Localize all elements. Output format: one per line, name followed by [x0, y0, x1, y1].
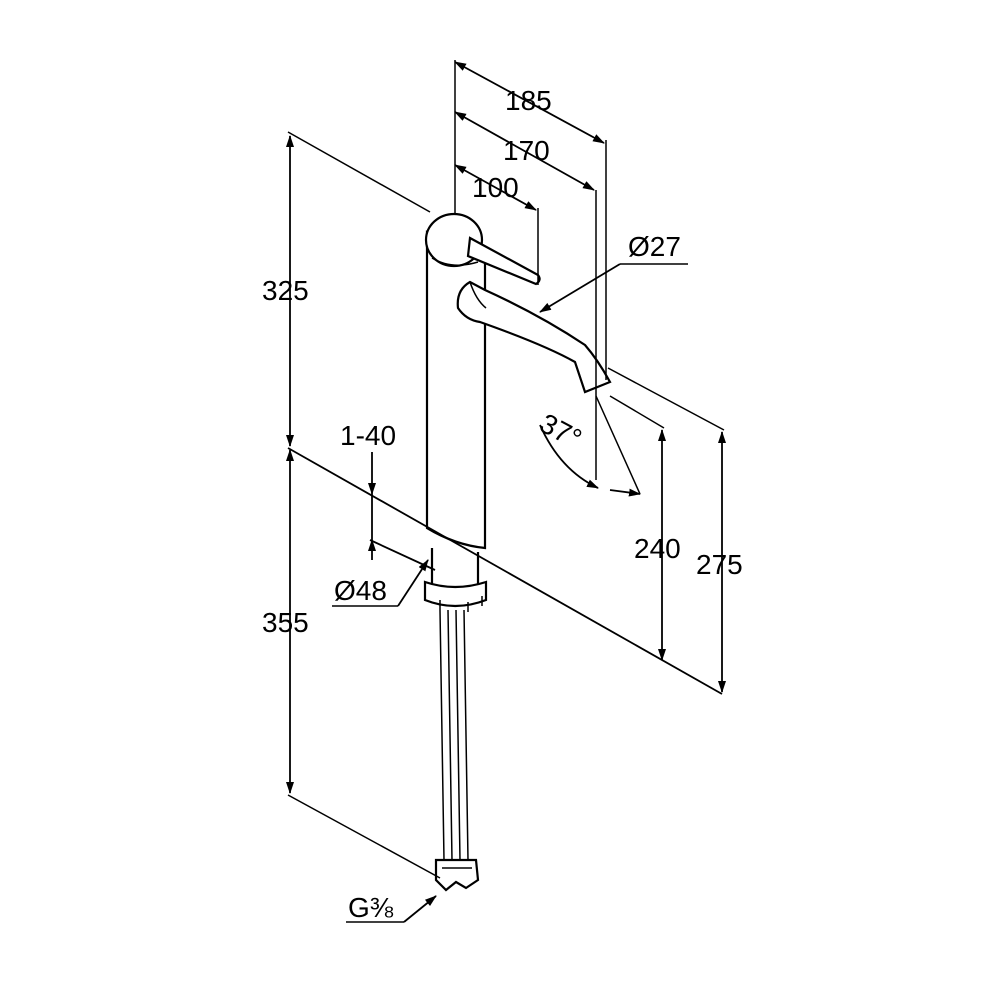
- dim-deck-thickness: 1-40: [340, 420, 396, 560]
- hose-fitting: [434, 858, 480, 892]
- dim-hose-connection: G⅜: [346, 892, 437, 923]
- faucet-drawing: [423, 212, 612, 892]
- deck-surface-line: [287, 447, 723, 695]
- dim-label-g38: G⅜: [348, 892, 394, 923]
- dim-label-100: 100: [472, 172, 519, 203]
- dim-label-27: Ø27: [628, 231, 681, 262]
- faucet-body: [425, 230, 487, 550]
- dim-label-37: 37°: [535, 407, 587, 454]
- dim-label-170: 170: [503, 135, 550, 166]
- dim-swivel-angle: 37°: [535, 395, 641, 497]
- dim-lever-reach: 100: [454, 164, 539, 285]
- mounting-nut: [423, 580, 488, 608]
- dim-label-48: Ø48: [334, 575, 387, 606]
- spout: [456, 280, 612, 394]
- dim-spout-top-height: 275: [607, 367, 743, 693]
- dim-hose-length: 355: [262, 449, 441, 879]
- dim-body-height: 325: [262, 131, 431, 447]
- dim-label-325: 325: [262, 275, 309, 306]
- supply-hose-2: [455, 609, 469, 861]
- dim-label-185: 185: [505, 85, 552, 116]
- dim-spout-diameter: Ø27: [539, 231, 688, 313]
- dim-base-diameter: Ø48: [332, 559, 429, 607]
- dim-label-275: 275: [696, 549, 743, 580]
- dim-outlet-height: 240: [609, 395, 681, 661]
- supply-hose-1: [439, 609, 453, 861]
- dim-label-240: 240: [634, 533, 681, 564]
- dim-spout-reach-outlet: 170: [454, 111, 597, 480]
- dim-label-355: 355: [262, 607, 309, 638]
- dim-label-1-40: 1-40: [340, 420, 396, 451]
